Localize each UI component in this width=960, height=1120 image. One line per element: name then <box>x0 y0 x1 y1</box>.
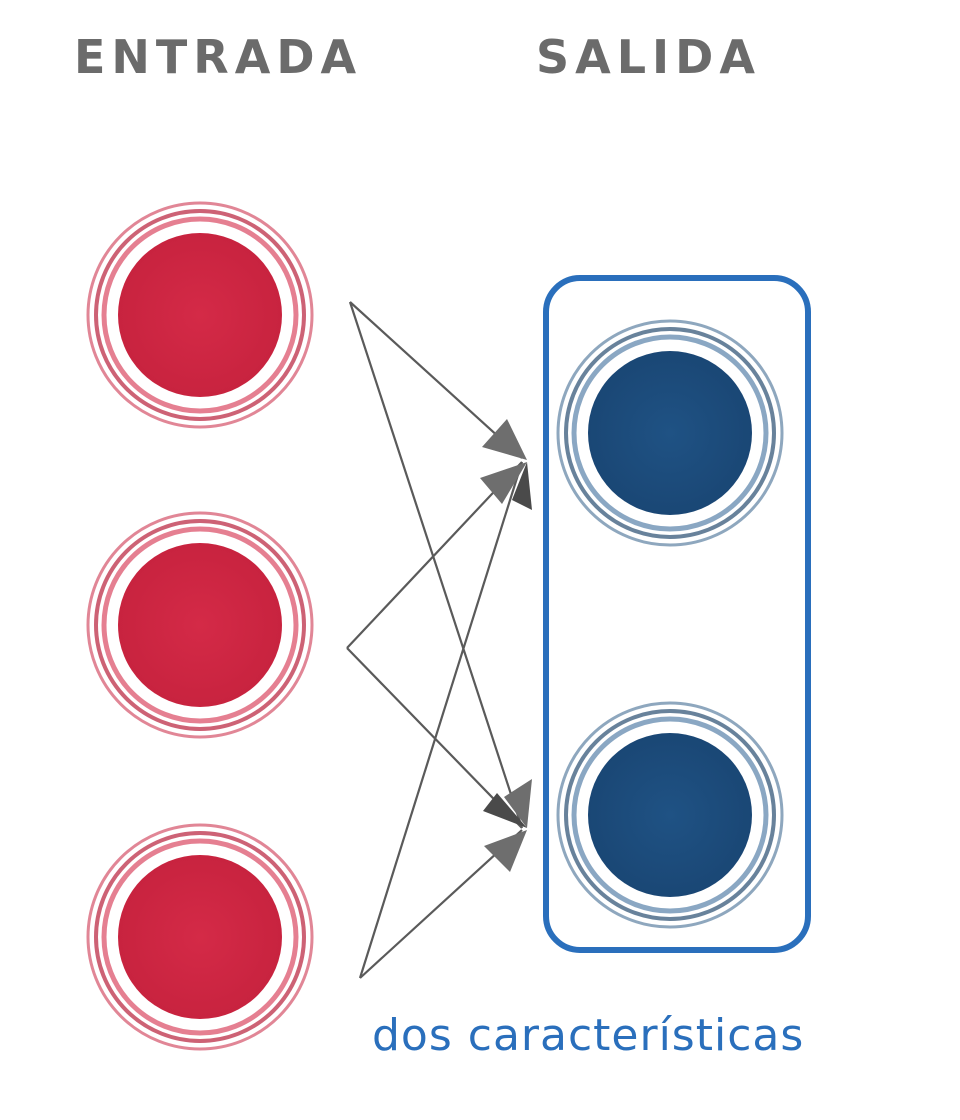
arrowhead-icon <box>482 419 527 460</box>
output-group-box <box>543 275 811 953</box>
arrowhead-icon <box>504 779 532 828</box>
output-group-caption: dos características <box>372 1010 805 1061</box>
connection-in3-out1 <box>358 461 524 979</box>
input-heading: ENTRADA <box>74 30 363 84</box>
arrowhead-icon <box>480 462 527 504</box>
output-heading: SALIDA <box>536 30 761 84</box>
connections <box>346 301 524 979</box>
arrowhead-icon <box>512 462 532 510</box>
arrowheads-out2 <box>483 779 532 872</box>
connection-in1-out1 <box>349 301 523 459</box>
output-node-2 <box>556 701 784 929</box>
input-node-2 <box>86 511 314 739</box>
input-node-3 <box>86 823 314 1051</box>
arrowhead-icon <box>483 793 527 828</box>
arrowhead-icon <box>484 830 527 872</box>
arrowheads-out1 <box>480 419 532 510</box>
output-node-1 <box>556 319 784 547</box>
input-node-1 <box>86 201 314 429</box>
connection-in1-out2 <box>348 301 524 829</box>
